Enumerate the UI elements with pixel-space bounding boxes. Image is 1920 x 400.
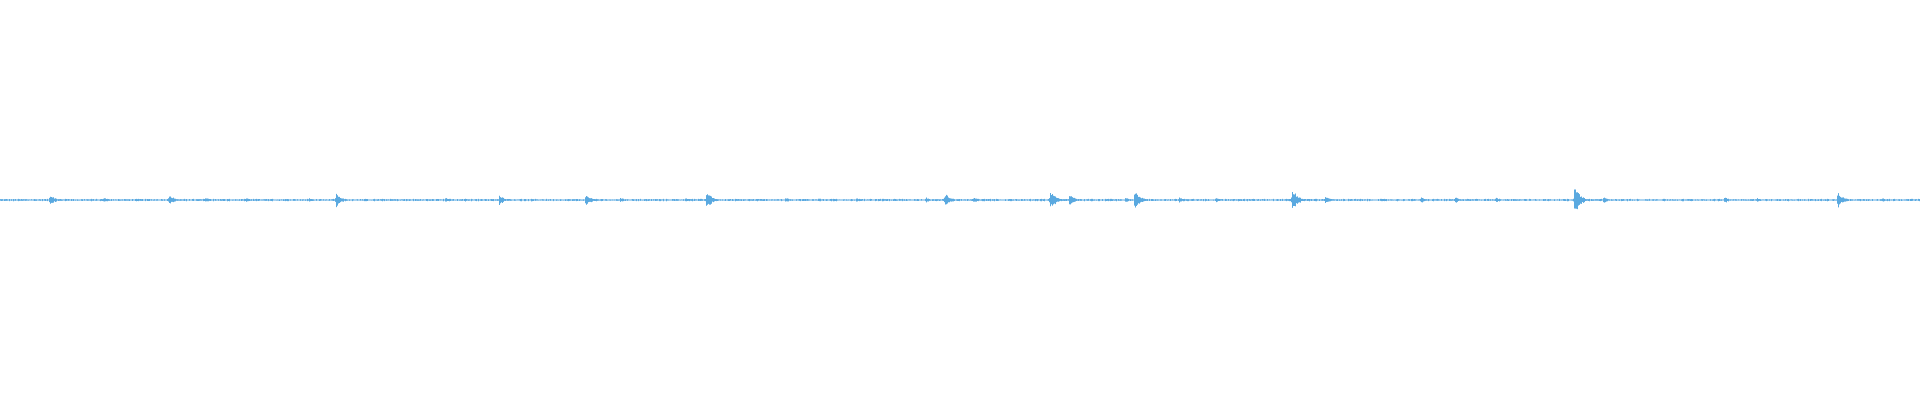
waveform-trace <box>0 189 1920 210</box>
